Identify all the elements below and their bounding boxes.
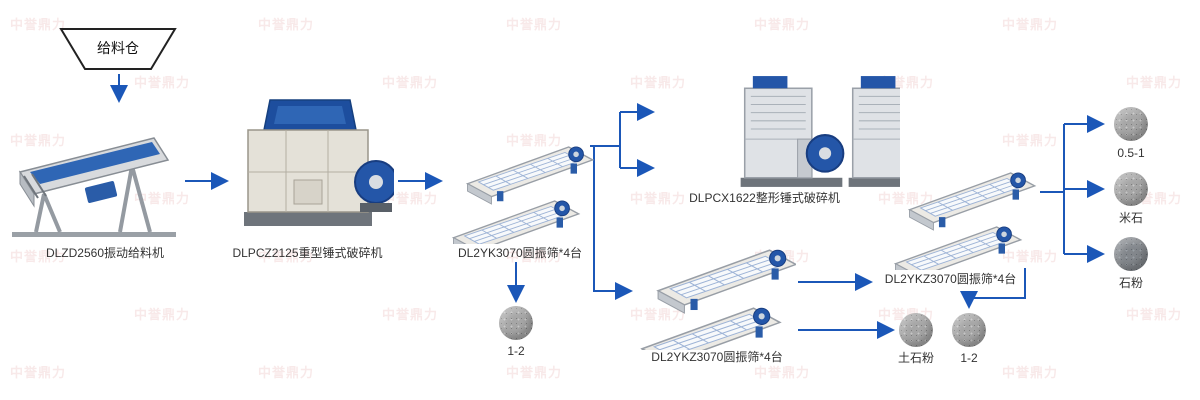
primary-crusher-image xyxy=(244,99,394,226)
brand-watermark: 中誉鼎力 xyxy=(258,249,315,264)
shaping-crusher-image xyxy=(739,75,900,188)
feed-bin-node: 给料仓 xyxy=(58,26,178,72)
brand-watermark: 中誉鼎力 xyxy=(258,17,315,32)
brand-watermark: 中誉鼎力 xyxy=(506,17,563,32)
brand-watermark: 中誉鼎力 xyxy=(10,17,67,32)
brand-watermark: 中誉鼎力 xyxy=(1002,249,1059,264)
feed-bin-shape xyxy=(59,28,177,70)
product-pile-1-2-right xyxy=(952,313,986,347)
brand-watermark: 中誉鼎力 xyxy=(1126,75,1183,90)
product-label-mishi: 米石 xyxy=(1118,211,1143,225)
brand-watermark: 中誉鼎力 xyxy=(382,191,439,206)
brand-watermark: 中誉鼎力 xyxy=(506,365,563,380)
brand-watermark: 中誉鼎力 xyxy=(10,133,67,148)
brand-watermark: 中誉鼎力 xyxy=(258,365,315,380)
product-pile-shifen xyxy=(1114,237,1148,271)
brand-watermark: 中誉鼎力 xyxy=(630,75,687,90)
brand-watermark: 中誉鼎力 xyxy=(382,75,439,90)
brand-watermark: 中誉鼎力 xyxy=(134,191,191,206)
brand-watermark: 中誉鼎力 xyxy=(506,133,563,148)
product-pile-soil-powder xyxy=(899,313,933,347)
middle-screen-image xyxy=(641,249,796,350)
middle-screen-label: DL2YKZ3070圆振筛*4台 xyxy=(651,350,783,364)
primary-crusher-label: DLPCZ2125重型锤式破碎机 xyxy=(232,246,383,260)
brand-watermark: 中誉鼎力 xyxy=(1002,133,1059,148)
product-label-soil-powder: 土石粉 xyxy=(897,351,934,365)
feeder-label: DLZD2560振动给料机 xyxy=(45,246,165,260)
brand-watermark: 中誉鼎力 xyxy=(878,191,935,206)
arrow-right-screen-to-1-2 xyxy=(960,268,1026,309)
right-screen-image xyxy=(894,172,1036,270)
brand-watermark: 中誉鼎力 xyxy=(1126,307,1183,322)
brand-watermark: 中誉鼎力 xyxy=(630,307,687,322)
brand-watermark: 中誉鼎力 xyxy=(506,249,563,264)
product-label-shifen: 石粉 xyxy=(1118,276,1143,290)
product-pile-mishi xyxy=(1114,172,1148,206)
brand-watermark: 中誉鼎力 xyxy=(382,307,439,322)
brand-watermark: 中誉鼎力 xyxy=(134,307,191,322)
brand-watermark: 中誉鼎力 xyxy=(630,191,687,206)
main-screen-label: DL2YK3070圆振筛*4台 xyxy=(457,246,583,260)
brand-watermark: 中誉鼎力 xyxy=(754,17,811,32)
product-label-1-2-right: 1-2 xyxy=(960,351,978,365)
vibrating-feeder-image xyxy=(12,137,176,237)
product-pile-05-1 xyxy=(1114,107,1148,141)
brand-watermark: 中誉鼎力 xyxy=(754,365,811,380)
right-screen-label: DL2YKZ3070圆振筛*4台 xyxy=(884,272,1017,286)
brand-watermark: 中誉鼎力 xyxy=(1002,365,1059,380)
brand-watermark: 中誉鼎力 xyxy=(1002,17,1059,32)
brand-watermark: 中誉鼎力 xyxy=(10,249,67,264)
shaping-crusher-label: DLPCX1622整形锤式破碎机 xyxy=(689,191,840,205)
brand-watermark: 中誉鼎力 xyxy=(10,365,67,380)
product-label-05-1: 0.5-1 xyxy=(1117,146,1145,160)
main-screen-image xyxy=(452,146,594,244)
arrow-main-screen-to-middle-screen xyxy=(593,146,633,300)
brand-watermark: 中誉鼎力 xyxy=(134,75,191,90)
product-pile-1-2-left xyxy=(499,306,533,340)
feed-bin-label: 给料仓 xyxy=(97,40,139,56)
product-label-1-2-left: 1-2 xyxy=(507,344,525,358)
